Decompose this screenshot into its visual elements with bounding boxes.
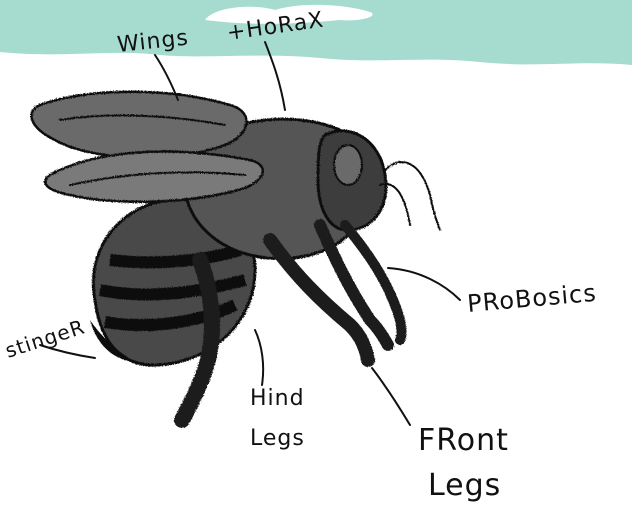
front-legs-label: Legs xyxy=(428,468,501,503)
front-legs-label: FRont xyxy=(418,423,509,458)
hind-legs-label: Hind xyxy=(250,386,305,411)
proboscis-label: PRoBosics xyxy=(466,279,598,318)
eye xyxy=(334,145,362,185)
proboscis-leader xyxy=(388,268,460,300)
hind-legs-leader xyxy=(255,330,263,385)
stinger-label: stingeR xyxy=(2,314,88,362)
front-legs-leader xyxy=(372,368,410,425)
wing-upper xyxy=(32,92,247,158)
antenna xyxy=(385,162,440,230)
hind-legs-label: Legs xyxy=(250,426,305,451)
